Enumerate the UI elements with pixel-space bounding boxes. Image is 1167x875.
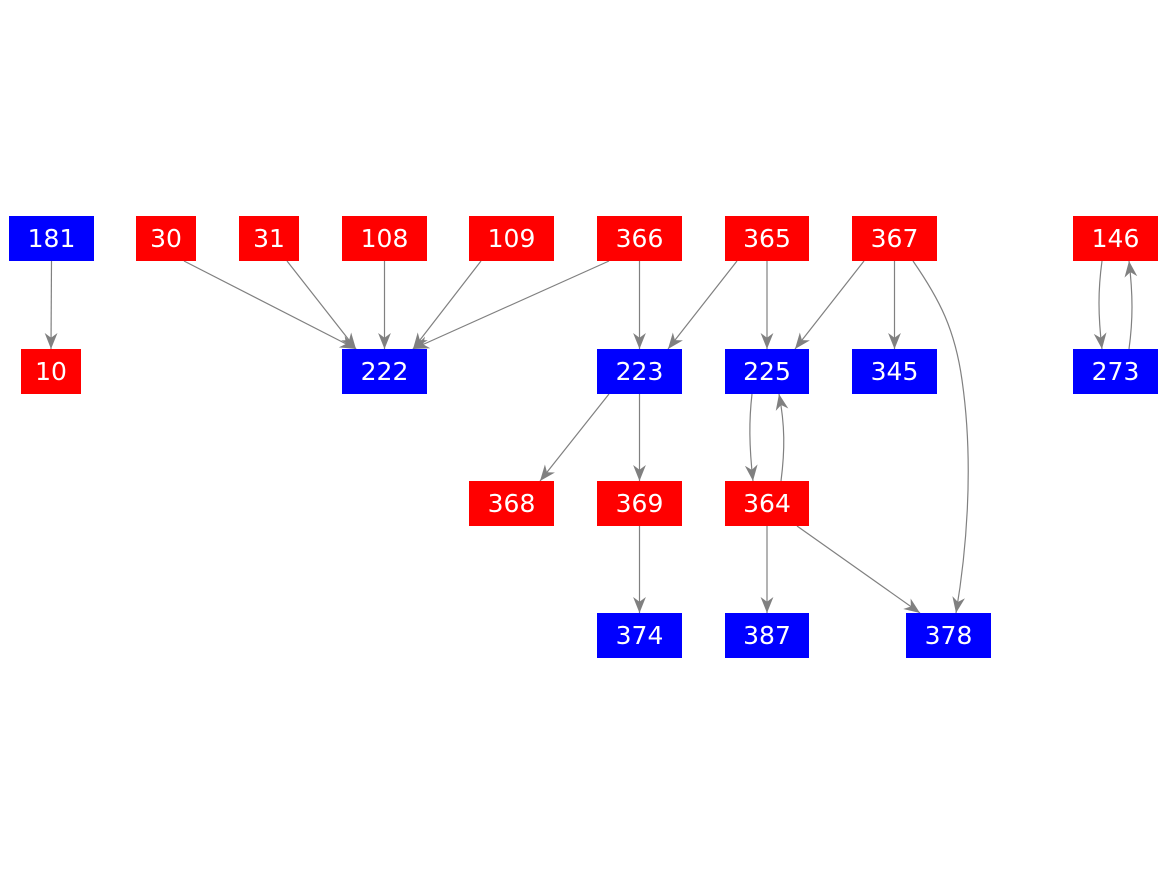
node-label: 30 (150, 224, 182, 253)
node-378[interactable]: 378 (906, 613, 991, 658)
node-box (342, 349, 427, 394)
node-223[interactable]: 223 (597, 349, 682, 394)
node-225[interactable]: 225 (725, 349, 809, 394)
node-label: 364 (743, 489, 791, 518)
node-label: 345 (871, 357, 919, 386)
node-box (852, 216, 937, 261)
node-label: 378 (925, 621, 973, 650)
node-label: 368 (488, 489, 536, 518)
node-364[interactable]: 364 (725, 481, 809, 526)
node-box (21, 349, 81, 394)
node-box (1073, 349, 1158, 394)
node-label: 367 (871, 224, 919, 253)
node-box (469, 481, 554, 526)
node-box (597, 613, 682, 658)
node-label: 109 (488, 224, 536, 253)
node-box (469, 216, 554, 261)
edge-364-225 (775, 393, 789, 482)
node-109[interactable]: 109 (469, 216, 554, 261)
node-label: 273 (1092, 357, 1140, 386)
node-box (9, 216, 94, 261)
edge-31-222 (286, 260, 357, 350)
node-label: 223 (616, 357, 664, 386)
node-273[interactable]: 273 (1073, 349, 1158, 394)
node-367[interactable]: 367 (852, 216, 937, 261)
node-label: 369 (616, 489, 664, 518)
edge-223-368 (539, 393, 610, 482)
node-label: 10 (35, 357, 67, 386)
node-box (725, 349, 809, 394)
node-box (1073, 216, 1158, 261)
node-label: 225 (743, 357, 791, 386)
node-label: 365 (743, 224, 791, 253)
edge-225-364 (744, 393, 758, 482)
edge-364-378 (796, 525, 921, 614)
edge-367-225 (794, 260, 865, 350)
node-label: 222 (361, 357, 409, 386)
node-label: 146 (1092, 224, 1140, 253)
edge-181-10 (44, 260, 58, 350)
node-box (725, 481, 809, 526)
node-365[interactable]: 365 (725, 216, 809, 261)
node-31[interactable]: 31 (239, 216, 299, 261)
node-30[interactable]: 30 (136, 216, 196, 261)
node-146[interactable]: 146 (1073, 216, 1158, 261)
node-387[interactable]: 387 (725, 613, 809, 658)
node-366[interactable]: 366 (597, 216, 682, 261)
edge-146-273 (1093, 260, 1107, 350)
node-181[interactable]: 181 (9, 216, 94, 261)
node-box (906, 613, 991, 658)
node-box (597, 481, 682, 526)
edge-365-223 (667, 260, 738, 350)
node-label: 387 (743, 621, 791, 650)
node-label: 108 (361, 224, 409, 253)
node-369[interactable]: 369 (597, 481, 682, 526)
node-label: 374 (616, 621, 664, 650)
node-label: 181 (28, 224, 76, 253)
node-box (725, 613, 809, 658)
edge-367-378 (912, 260, 969, 614)
node-box (342, 216, 427, 261)
edge-273-146 (1124, 260, 1138, 350)
edge-109-222 (412, 260, 482, 350)
node-box (597, 216, 682, 261)
node-374[interactable]: 374 (597, 613, 682, 658)
node-368[interactable]: 368 (469, 481, 554, 526)
edge-366-222 (412, 260, 610, 350)
node-label: 366 (616, 224, 664, 253)
node-10[interactable]: 10 (21, 349, 81, 394)
edge-30-222 (183, 260, 357, 350)
node-box (239, 216, 299, 261)
node-345[interactable]: 345 (852, 349, 937, 394)
node-222[interactable]: 222 (342, 349, 427, 394)
node-box (852, 349, 937, 394)
node-box (597, 349, 682, 394)
node-box (725, 216, 809, 261)
node-box (136, 216, 196, 261)
node-label: 31 (253, 224, 285, 253)
node-108[interactable]: 108 (342, 216, 427, 261)
